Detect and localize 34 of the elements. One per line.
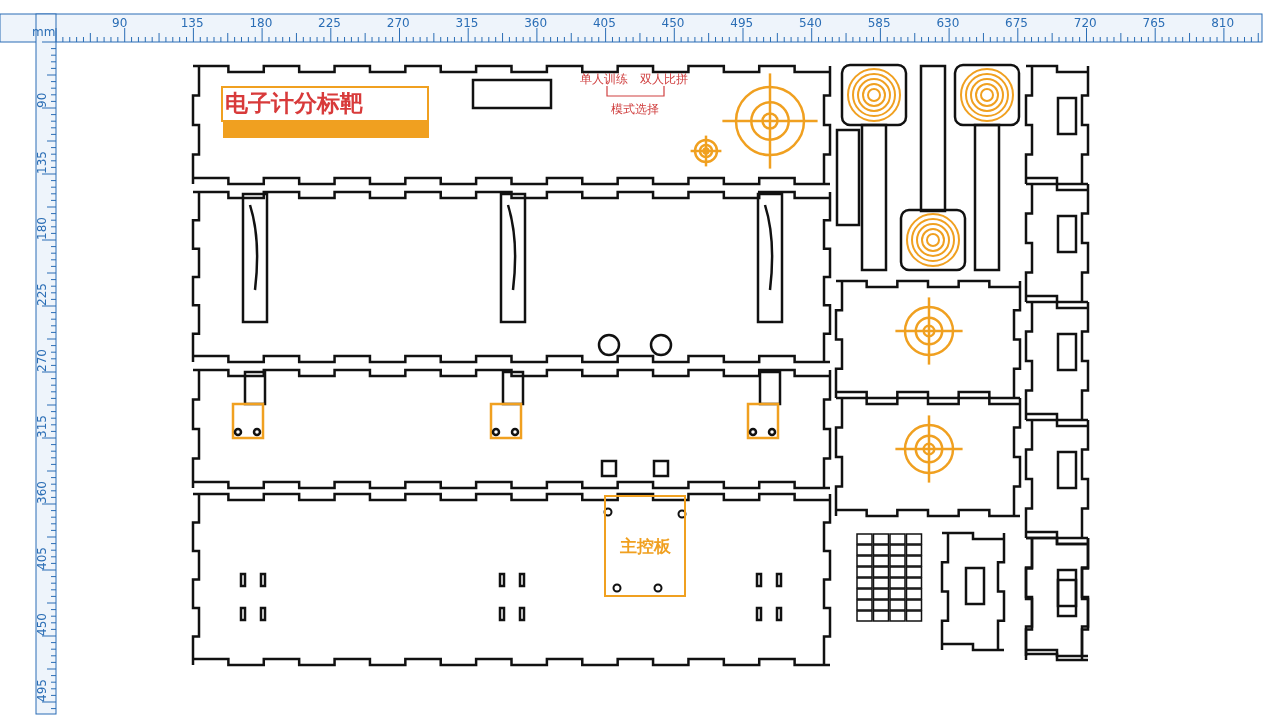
- ruler-number: 135: [180, 17, 204, 29]
- ruler-number: 540: [799, 17, 822, 29]
- title-plate: 电子计分标靶: [221, 86, 429, 122]
- ruler-number: 630: [936, 17, 960, 29]
- ruler-number: 720: [1073, 17, 1097, 29]
- mode-heading: 模式选择: [611, 101, 659, 118]
- board-label: 主控板: [619, 534, 671, 558]
- ruler-number: 225: [36, 283, 48, 306]
- ruler-number: 450: [661, 17, 685, 29]
- ruler-number: 360: [36, 481, 48, 504]
- ruler-number: 405: [36, 547, 48, 570]
- ruler-number: 270: [36, 349, 48, 372]
- main-board-outline: [604, 495, 686, 597]
- ruler-number: 495: [730, 17, 754, 29]
- ruler-number: 180: [249, 17, 273, 29]
- ruler-number: 90: [112, 17, 128, 29]
- ruler-number: 495: [36, 679, 48, 702]
- ruler-number: 270: [386, 17, 410, 29]
- mode-option-label: 双人比拼: [640, 71, 688, 88]
- ruler-number: 315: [36, 415, 48, 438]
- ruler-number: 90: [36, 92, 48, 108]
- unit-label: mm: [32, 26, 56, 38]
- ruler-number: 675: [1005, 17, 1028, 29]
- ruler-number: 135: [36, 151, 48, 174]
- ruler-number: 405: [592, 17, 616, 29]
- ruler-number: 360: [524, 17, 548, 29]
- ruler-number: 315: [455, 17, 479, 29]
- ruler-number: 585: [867, 17, 891, 29]
- mode-option-label: 单人训练: [580, 71, 628, 88]
- ruler-number: 180: [36, 217, 48, 240]
- ruler-number: 450: [36, 613, 48, 636]
- ruler-number: 810: [1211, 17, 1235, 29]
- ruler-number: 225: [318, 17, 341, 29]
- ruler-number: 765: [1142, 17, 1166, 29]
